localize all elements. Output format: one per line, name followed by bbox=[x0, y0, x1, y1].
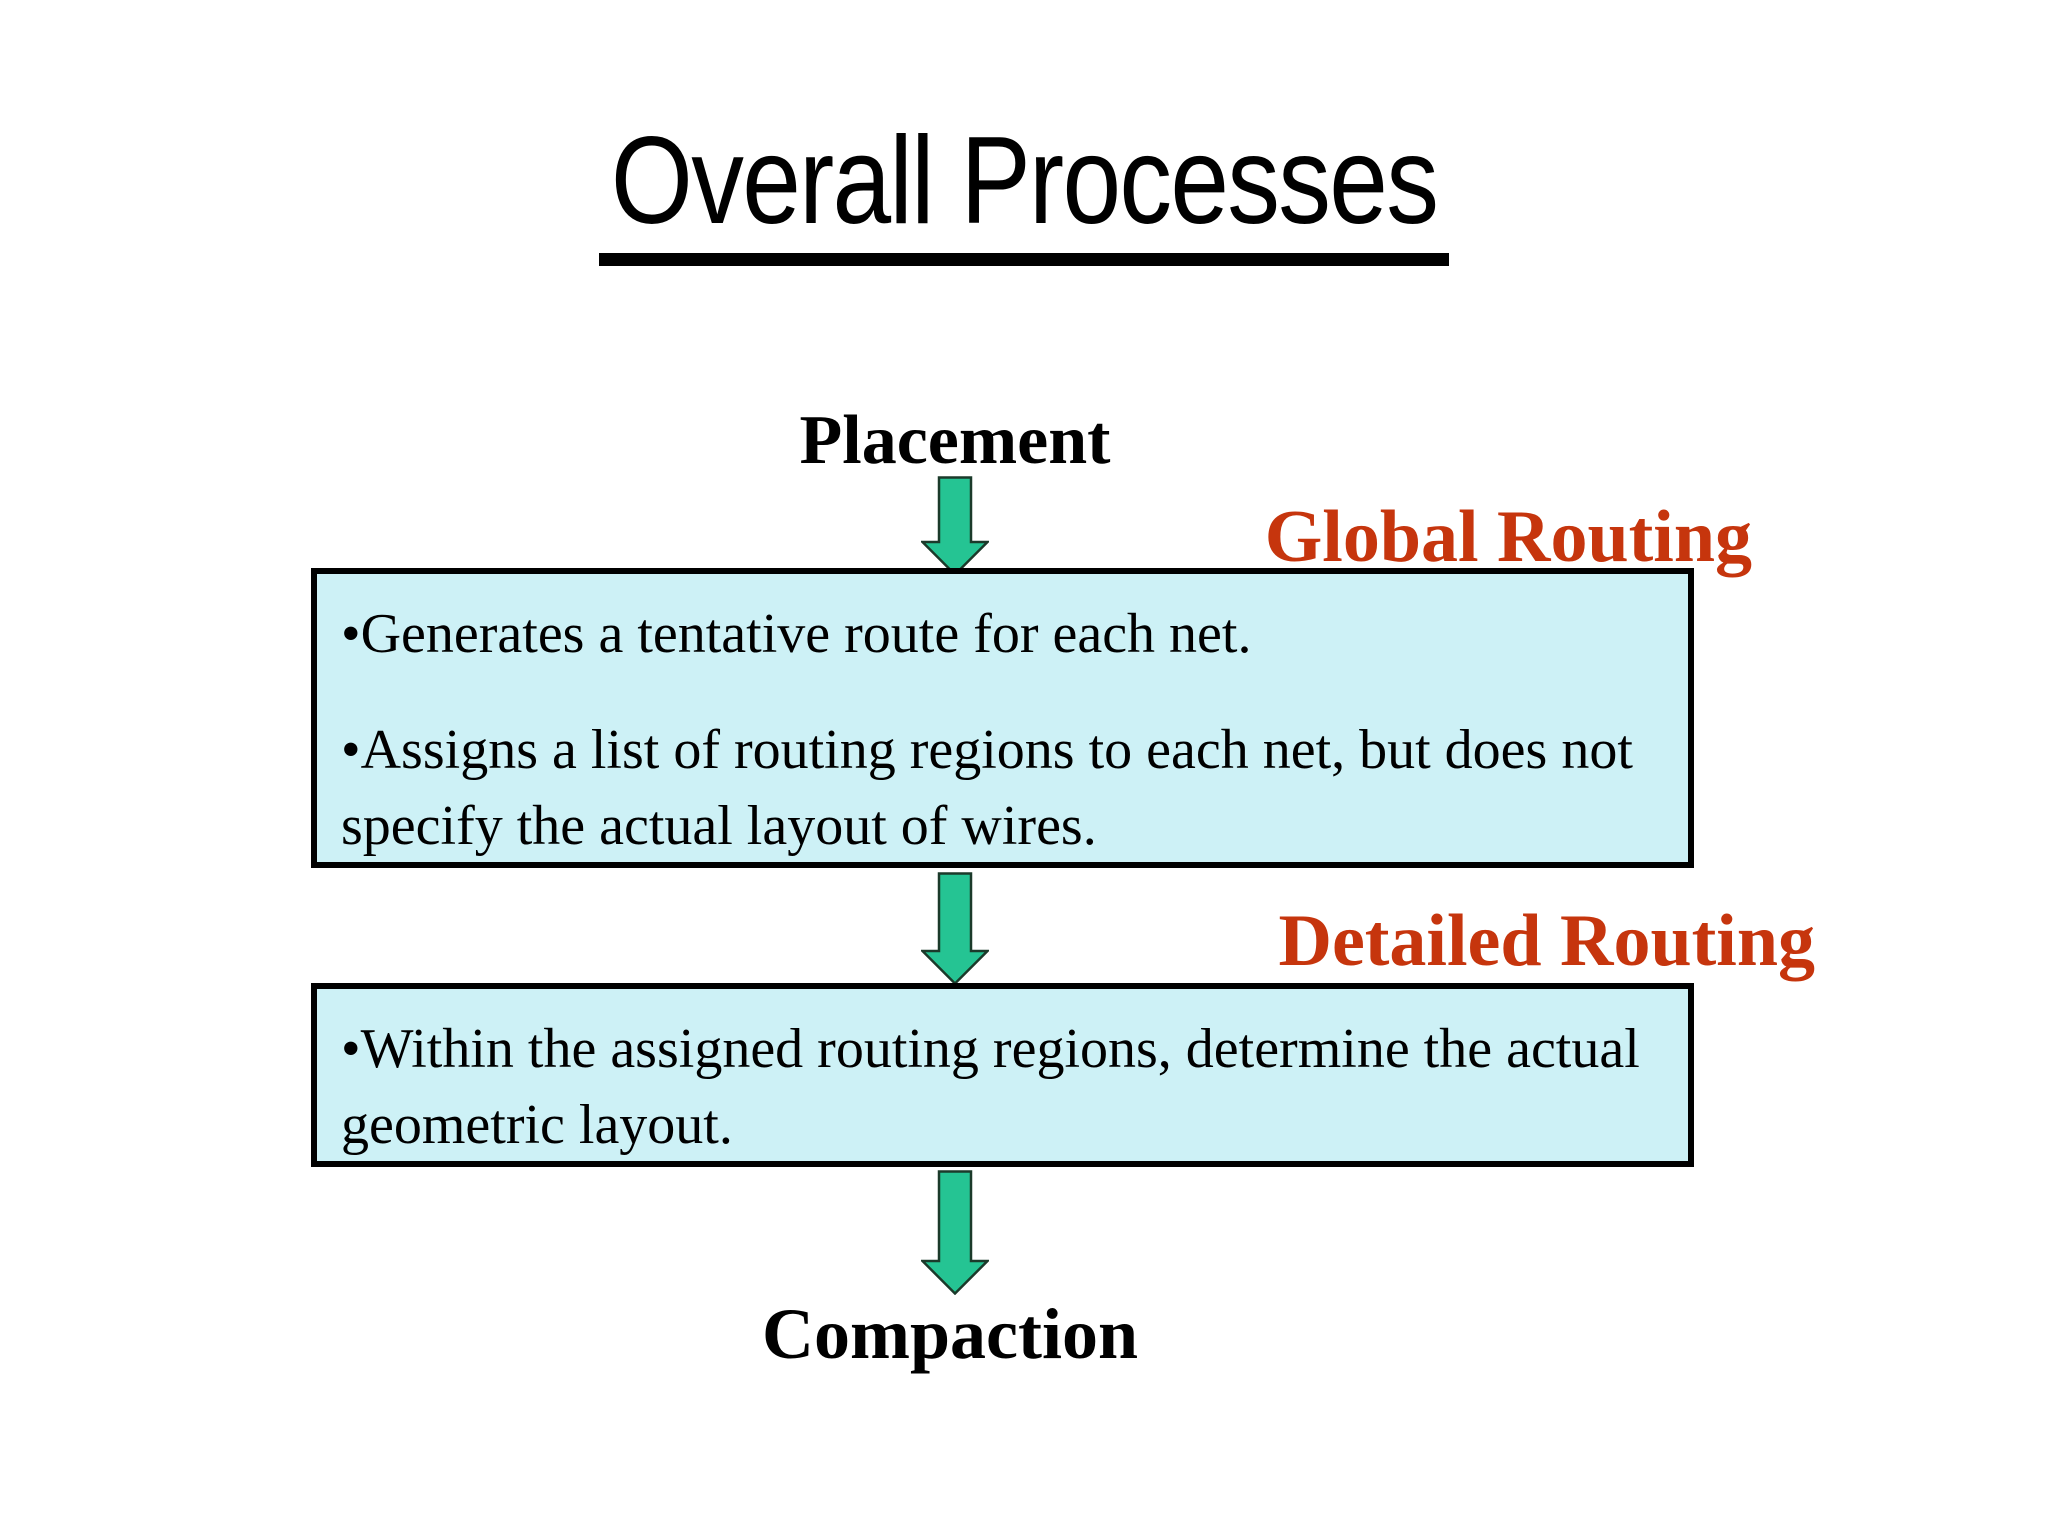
flow-end-label-compaction: Compaction bbox=[762, 1294, 1138, 1374]
down-arrow-icon bbox=[921, 872, 989, 985]
bullet-item: Generates a tentative route for each net… bbox=[341, 596, 1664, 672]
page-title-text: Overall Processes bbox=[598, 112, 1450, 266]
down-arrow-icon bbox=[921, 1170, 989, 1295]
stage-label-global-routing: Global Routing bbox=[1264, 496, 1752, 578]
detailed-routing-box: Within the assigned routing regions, det… bbox=[311, 983, 1694, 1167]
global-routing-box: Generates a tentative route for each net… bbox=[311, 568, 1694, 868]
page-title: Overall Processes bbox=[0, 112, 2048, 266]
bullet-item: Within the assigned routing regions, det… bbox=[341, 1011, 1664, 1163]
bullet-item: Assigns a list of routing regions to eac… bbox=[341, 712, 1664, 864]
stage-label-detailed-routing: Detailed Routing bbox=[1278, 900, 1816, 982]
flow-start-label-placement: Placement bbox=[799, 402, 1111, 479]
down-arrow-icon bbox=[921, 476, 989, 576]
